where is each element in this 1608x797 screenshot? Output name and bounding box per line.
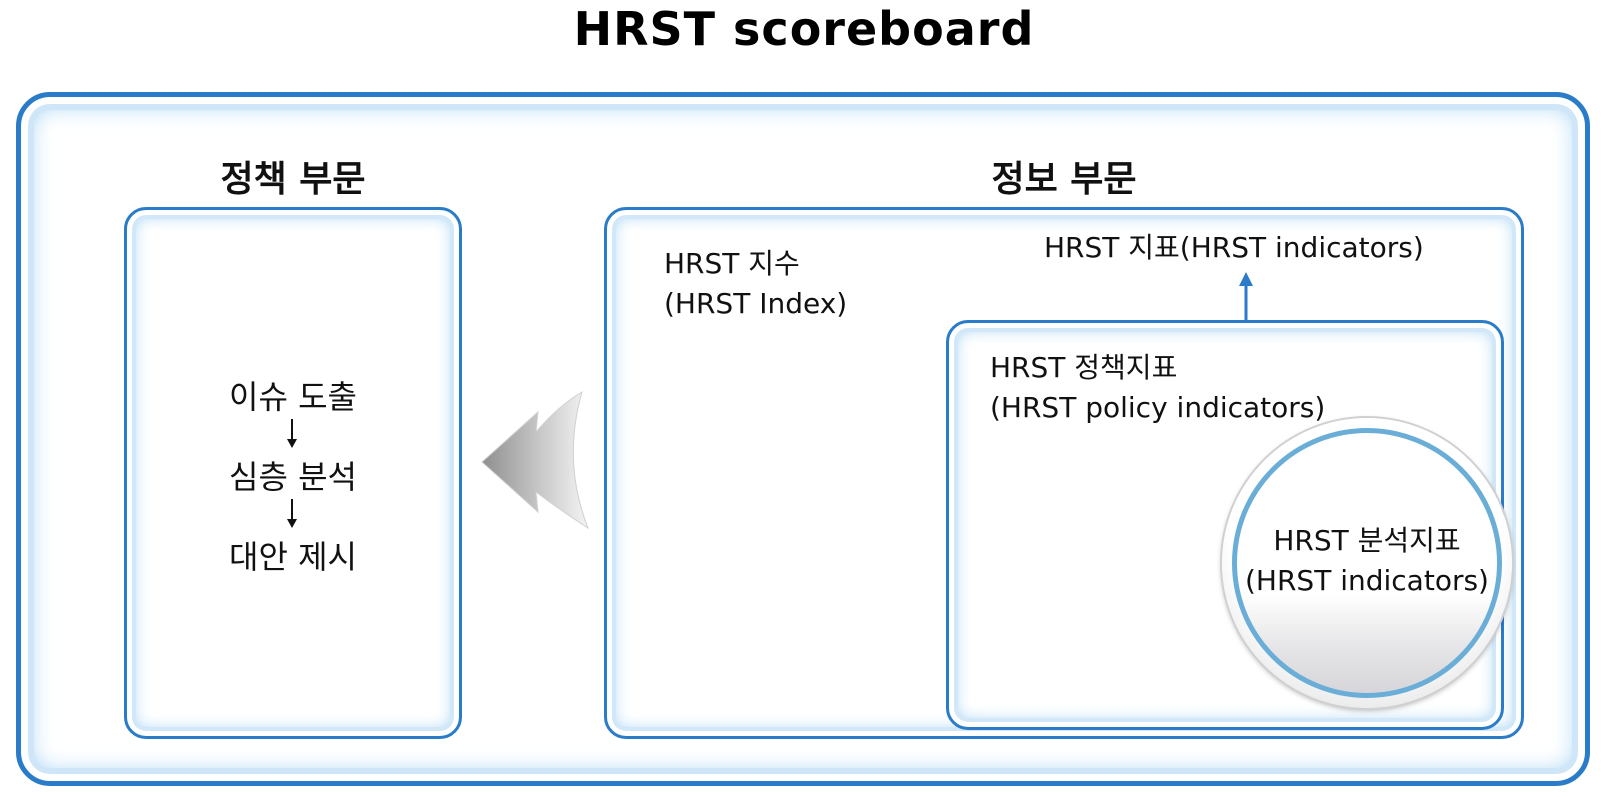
hrst-indicators-label: HRST 지표(HRST indicators) [1044, 231, 1424, 264]
policy-indicators-label: HRST 정책지표 [990, 351, 1178, 384]
analysis-indicators-label: HRST 분석지표 [1273, 524, 1461, 557]
step-down-arrow-icon [287, 499, 297, 528]
step-alternative: 대안 제시 [229, 538, 357, 576]
left-chevron-arrow-icon [481, 390, 590, 530]
hrst-index-sublabel: (HRST Index) [664, 287, 848, 320]
up-arrow-icon [1239, 272, 1253, 320]
hrst-index-label: HRST 지수 [664, 247, 800, 280]
policy-section-panel [124, 207, 462, 739]
analysis-indicators-circle [1232, 428, 1502, 698]
step-down-arrow-icon [287, 419, 297, 448]
analysis-indicators-sublabel: (HRST indicators) [1245, 564, 1489, 597]
step-analysis: 심층 분석 [229, 458, 357, 496]
policy-indicators-sublabel: (HRST policy indicators) [990, 391, 1326, 424]
step-issue: 이슈 도출 [229, 378, 357, 416]
diagram-title: HRST scoreboard [573, 2, 1035, 56]
policy-section-title: 정책 부문 [220, 159, 366, 200]
info-section-title: 정보 부문 [991, 159, 1137, 200]
